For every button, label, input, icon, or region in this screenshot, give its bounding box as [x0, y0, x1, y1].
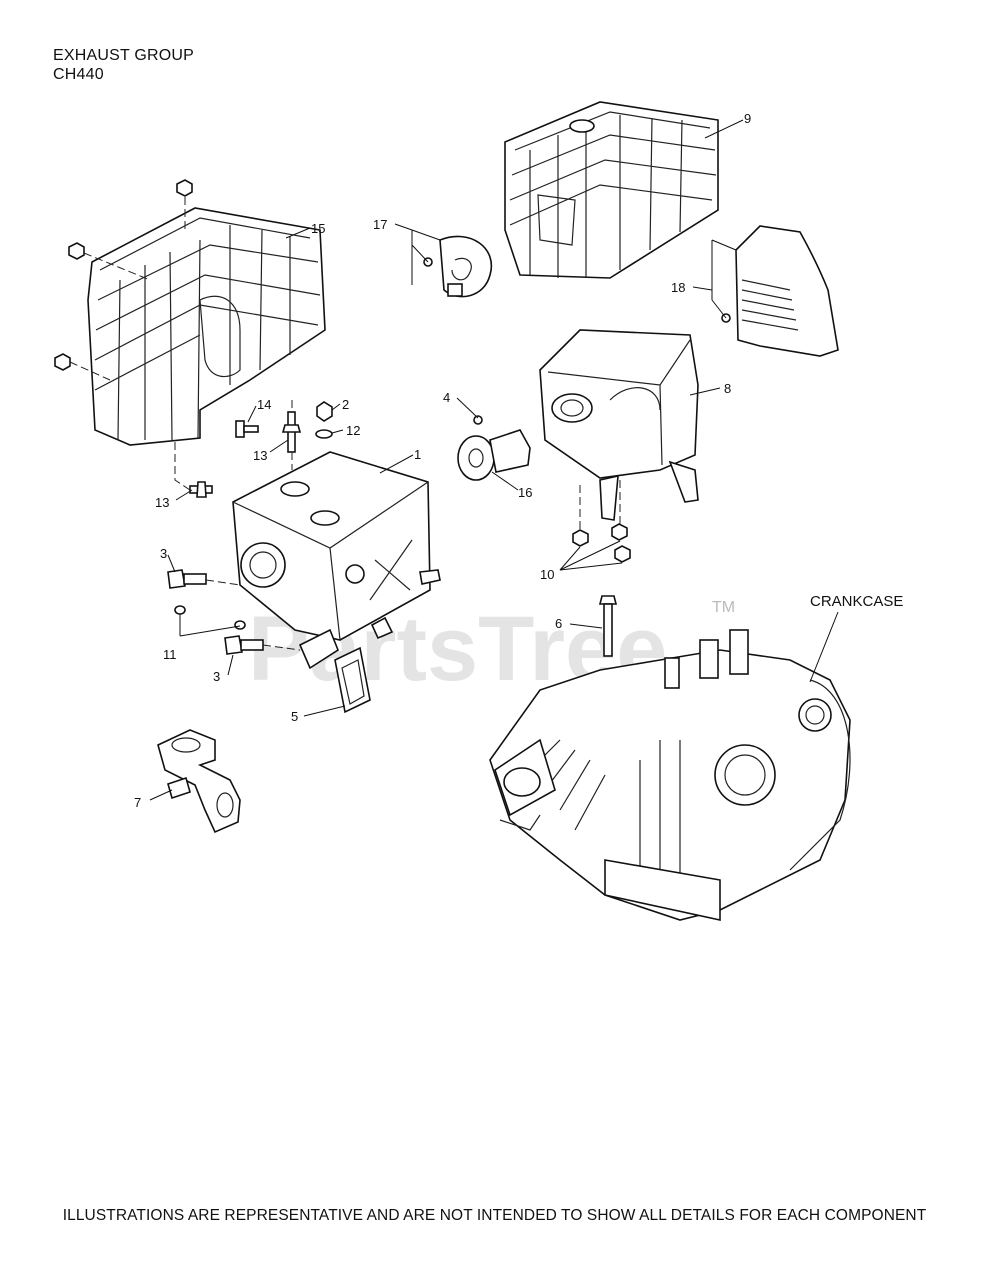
- part-13-stud-lower[interactable]: [189, 481, 213, 498]
- callout-10: 10: [540, 567, 554, 582]
- callout-3-upper: 3: [160, 546, 167, 561]
- callout-7: 7: [134, 795, 141, 810]
- callout-18: 18: [671, 280, 685, 295]
- part-13-stud-upper[interactable]: [281, 411, 302, 453]
- part-9-screen-cage[interactable]: [504, 101, 719, 279]
- part-15-hex-nuts[interactable]: [54, 179, 193, 371]
- part-15-screen-cage[interactable]: [87, 207, 326, 446]
- part-18-heat-shield[interactable]: [721, 225, 839, 357]
- part-2-nut[interactable]: [316, 401, 333, 422]
- part-17-heat-shield-cap[interactable]: [423, 235, 493, 298]
- part-11-screws[interactable]: [174, 605, 246, 630]
- leader-lines: [149, 119, 839, 801]
- callout-9: 9: [744, 111, 751, 126]
- callout-3-lower: 3: [213, 669, 220, 684]
- callout-crankcase: CRANKCASE: [810, 593, 903, 610]
- callout-4: 4: [443, 390, 450, 405]
- callout-16: 16: [518, 485, 532, 500]
- callout-15: 15: [311, 221, 325, 236]
- callout-6: 6: [555, 616, 562, 631]
- watermark-trademark: TM: [712, 599, 735, 616]
- disclaimer-note: ILLUSTRATIONS ARE REPRESENTATIVE AND ARE…: [62, 1207, 927, 1224]
- callout-11: 11: [163, 647, 177, 662]
- part-12-washer[interactable]: [315, 429, 333, 439]
- callout-17: 17: [373, 217, 387, 232]
- callout-13-upper: 13: [253, 448, 267, 463]
- diagram-title: EXHAUST GROUP: [53, 47, 194, 64]
- part-7-exhaust-manifold[interactable]: [157, 729, 241, 834]
- callout-13-lower: 13: [155, 495, 169, 510]
- part-5-gasket[interactable]: [298, 628, 371, 714]
- part-10-nuts[interactable]: [572, 523, 631, 563]
- callout-2: 2: [342, 397, 349, 412]
- callout-1: 1: [414, 447, 421, 462]
- part-8-muffler-body[interactable]: [539, 329, 699, 521]
- crankcase[interactable]: [489, 629, 851, 921]
- callout-12: 12: [346, 423, 360, 438]
- part-6-bolt[interactable]: [598, 595, 618, 657]
- part-4-screw[interactable]: [473, 415, 483, 425]
- part-1-muffler[interactable]: [232, 451, 441, 641]
- callout-14: 14: [257, 397, 271, 412]
- part-3-bolt-upper[interactable]: [167, 569, 207, 589]
- model-number: CH440: [53, 66, 104, 83]
- callout-8: 8: [724, 381, 731, 396]
- part-16-outlet-tube[interactable]: [457, 429, 531, 481]
- callout-5: 5: [291, 709, 298, 724]
- part-14-screw[interactable]: [235, 420, 259, 438]
